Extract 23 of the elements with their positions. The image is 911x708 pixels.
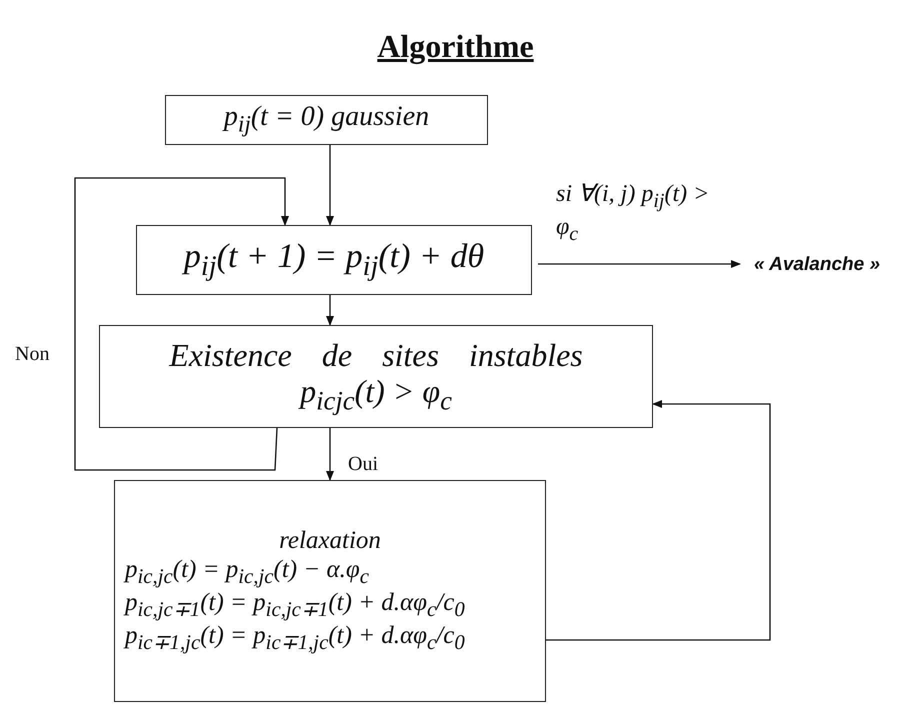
edge-label: si ∀(i, j) p$_{ij}$(t) > φ$_{c}$ xyxy=(556,180,710,246)
process-box xyxy=(136,225,532,295)
node-heading: relaxation xyxy=(279,527,381,556)
edge-label: Non xyxy=(15,342,50,366)
node-heading: « Avalanche » xyxy=(754,254,880,276)
arrow xyxy=(326,295,334,326)
edge-label: Oui xyxy=(348,452,379,476)
formula: p$_{icjc}$(t) > φ$_{c}$ xyxy=(300,373,452,416)
process-box xyxy=(114,480,546,702)
process-box xyxy=(165,95,488,145)
title: Algorithme xyxy=(377,28,534,65)
arrow xyxy=(74,177,289,471)
formula: p$_{ic,jc∓1}$(t) = p$_{ic,jc∓1}$(t) + d.αφ$_{c}$/c$_{0}$ xyxy=(125,588,465,622)
arrow xyxy=(326,428,334,481)
arrow xyxy=(538,260,741,268)
process-box xyxy=(99,325,653,428)
formula: p$_{ic∓1,jc}$(t) = p$_{ic∓1,jc}$(t) + d.αφ$_{c}$/c$_{0}$ xyxy=(125,622,465,655)
formula: p$_{ic,jc}$(t) = p$_{ic,jc}$(t) − α.φ$_{c}$ xyxy=(125,556,369,589)
arrow xyxy=(326,145,334,226)
arrow xyxy=(546,400,771,641)
node-heading: p$_{ij}$(t + 1) = p$_{ij}$(t) + dθ xyxy=(184,236,484,284)
node-heading: p$_{ij}$(t = 0) gaussien xyxy=(224,101,430,139)
node-heading: Existence de sites instables xyxy=(169,336,583,374)
